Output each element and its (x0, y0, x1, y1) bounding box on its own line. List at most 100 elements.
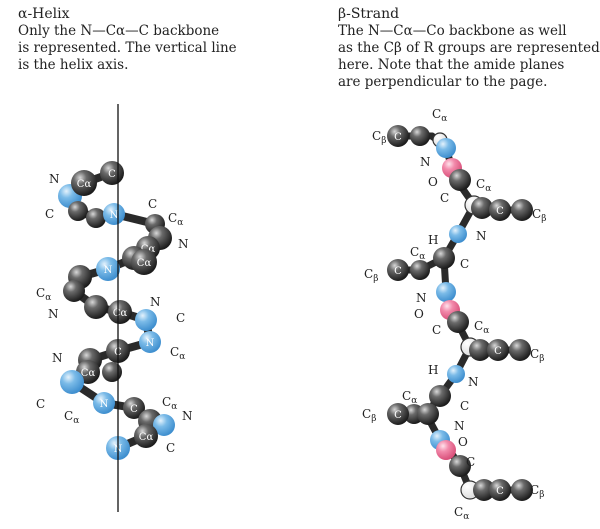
beta-strand-caption-line-4: are perpendicular to the page. (338, 74, 548, 90)
atom-inner-label: N (104, 265, 113, 276)
atom-label: Cα (168, 211, 183, 228)
carbon-atom (473, 479, 495, 501)
atom-label: H (428, 233, 438, 247)
carbon-atom (410, 260, 430, 280)
atom-label: N (150, 295, 161, 309)
atom-label: Cβ (362, 407, 376, 424)
atom-inner-label: Cα (81, 368, 96, 379)
nitrogen-atom (153, 414, 175, 436)
atom-inner-label: C (394, 266, 402, 277)
atom-label: Cβ (364, 267, 378, 284)
carbon-atom (433, 247, 455, 269)
atom-inner-label: C (496, 206, 504, 217)
atom-label: Cα (36, 286, 51, 303)
atom-label: C (432, 323, 441, 337)
carbon-atom (511, 199, 533, 221)
atom-inner-label: N (100, 399, 109, 410)
atom-label: Cα (402, 389, 417, 406)
carbon-atom (429, 385, 451, 407)
atom-label: C (460, 257, 469, 271)
atom-label: C (460, 399, 469, 413)
beta-strand-caption: β-Strand The N—Cα—Co backbone as well as… (338, 6, 600, 91)
atom-label: N (454, 419, 465, 433)
beta-strand-caption-line-2: as the Cβ of R groups are represented (338, 40, 600, 56)
atom-label: C (440, 191, 449, 205)
atom-label: Cα (454, 505, 469, 522)
nitrogen-atom (447, 365, 465, 383)
oxygen-atom (436, 440, 456, 460)
carbon-atom (102, 362, 122, 382)
atom-inner-label: C (130, 404, 138, 415)
carbon-atom: Cα (71, 170, 97, 196)
nitrogen-atom (436, 282, 456, 302)
atom-inner-label: C (494, 346, 502, 357)
nitrogen-atom (449, 225, 467, 243)
nitrogen-atom: N (96, 257, 120, 281)
atom-label: N (178, 237, 189, 251)
atom-label: Cβ (532, 207, 546, 224)
nitrogen-atom: N (139, 331, 161, 353)
carbon-atom: C (123, 397, 145, 419)
atom-label: C (36, 397, 45, 411)
atom-inner-label: C (496, 486, 504, 497)
atom-inner-label: Cα (139, 432, 154, 443)
carbon-atom: Cα (134, 424, 158, 448)
atom-inner-label: N (146, 338, 155, 349)
nitrogen-atom: N (103, 203, 125, 225)
alpha-helix-title: α-Helix (18, 6, 70, 22)
carbon-atom (449, 455, 471, 477)
atom-inner-label: N (110, 210, 119, 221)
carbon-atom (84, 295, 108, 319)
atom-inner-label: C (394, 132, 402, 143)
atom-label: Cα (474, 319, 489, 336)
nitrogen-atom: N (93, 392, 115, 414)
alpha-helix-caption-line-1: Only the N—Cα—C backbone (18, 23, 220, 39)
carbon-atom: C (489, 479, 511, 501)
atom-label: N (420, 155, 431, 169)
carbon-atom: C (489, 199, 511, 221)
atom-label: N (416, 291, 427, 305)
atom-label: O (428, 175, 438, 189)
carbon-atom (471, 197, 493, 219)
atom-label: C (176, 311, 185, 325)
atom-label: Cα (432, 107, 447, 124)
carbon-atom: C (387, 403, 409, 425)
carbon-atom (511, 479, 533, 501)
nitrogen-atom (135, 309, 157, 331)
alpha-helix-caption: α-Helix Only the N—Cα—C backbone is repr… (18, 6, 278, 74)
atom-inner-label: Cα (137, 258, 152, 269)
carbon-atom (410, 126, 430, 146)
atom-label: Cα (476, 177, 491, 194)
carbon-atom: C (487, 339, 509, 361)
atom-label: N (52, 351, 63, 365)
atom-label: H (428, 363, 438, 377)
atom-label: N (476, 229, 487, 243)
atom-label: C (148, 197, 157, 211)
atom-label: C (45, 207, 54, 221)
carbon-atom (68, 201, 88, 221)
beta-strand-caption-line-3: here. Note that the amide planes (338, 57, 565, 73)
beta-strand-title: β-Strand (338, 6, 400, 22)
atom-label: Cα (410, 245, 425, 262)
alpha-helix-caption-line-3: is the helix axis. (18, 57, 129, 73)
beta-strand-caption-line-1: The N—Cα—Co backbone as well (338, 23, 567, 39)
atom-inner-label: C (108, 169, 116, 180)
atom-label: N (182, 409, 193, 423)
carbon-atom (63, 280, 85, 302)
carbon-atom (509, 339, 531, 361)
atom-inner-label: Cα (141, 244, 156, 255)
atom-label: N (468, 375, 479, 389)
atom-inner-label: C (394, 410, 402, 421)
atom-label: Cα (162, 395, 177, 412)
atom-inner-label: Cα (113, 308, 128, 319)
carbon-atom: Cα (131, 249, 157, 275)
carbon-atom (469, 339, 491, 361)
nitrogen-atom (60, 370, 84, 394)
atom-label: Cβ (530, 483, 544, 500)
carbon-atom (417, 403, 439, 425)
carbon-atom: Cα (108, 300, 132, 324)
atom-label: C (466, 455, 475, 469)
atom-label: Cα (170, 345, 185, 362)
carbon-atom: C (387, 259, 409, 281)
